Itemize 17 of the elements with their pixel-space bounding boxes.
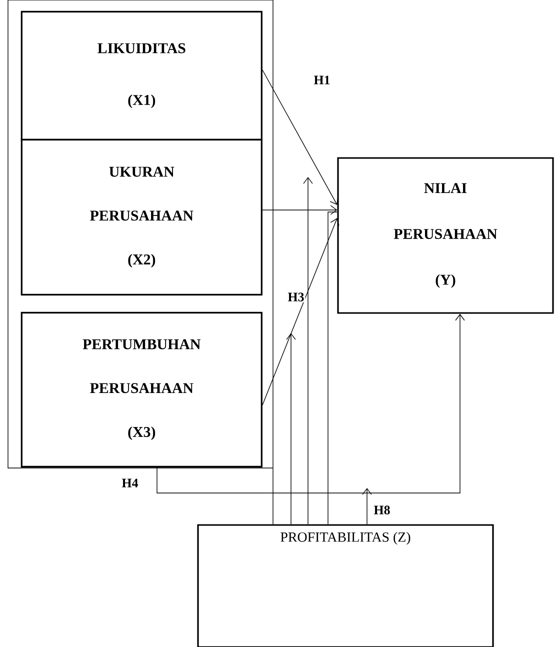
edge-label: H3: [286, 292, 306, 302]
arrow: [262, 70, 338, 205]
arrow: [156, 314, 465, 494]
arrow: [362, 488, 372, 525]
arrow: [262, 205, 338, 215]
edge-label: H4: [120, 478, 140, 488]
variable-box: PROFITABILITAS (Z): [197, 524, 494, 647]
variable-box: PERTUMBUHAN PERUSAHAAN (X3): [20, 312, 262, 468]
variable-box: UKURAN PERUSAHAAN (X2): [20, 138, 262, 296]
variable-box: LIKUIDITAS (X1): [20, 10, 262, 140]
edge-label: H1: [312, 74, 332, 86]
frame-box: [8, 0, 274, 468]
variable-box: NILAI PERUSAHAAN (Y): [337, 157, 554, 314]
arrow: [303, 177, 313, 525]
arrow: [286, 333, 296, 525]
arrow: [262, 218, 340, 406]
edge-label: H8: [372, 504, 392, 516]
